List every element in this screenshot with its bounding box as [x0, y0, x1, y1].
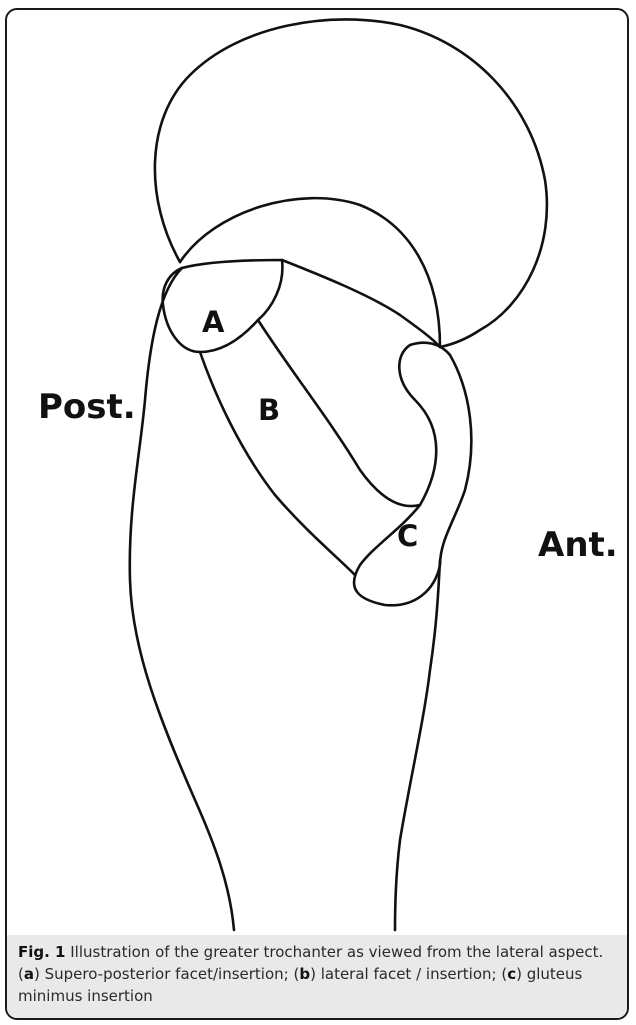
anterior-shaft-outline	[395, 560, 440, 930]
facet-c-outline	[354, 343, 471, 606]
trochanter-drawing: Post. Ant. A B C	[0, 0, 636, 935]
facet-a-label: A	[202, 305, 225, 339]
posterior-label: Post.	[38, 387, 136, 427]
caption-fig-label: Fig. 1	[18, 943, 65, 961]
trochanter-illustration: Post. Ant. A B C	[0, 0, 636, 935]
caption-key-a: a	[24, 965, 34, 983]
femoral-head-outline	[155, 19, 547, 347]
anterior-label: Ant.	[538, 525, 618, 565]
caption-key-c: c	[507, 965, 516, 983]
caption-desc-b: ) lateral facet / insertion; (	[310, 965, 507, 983]
posterior-shaft-outline	[130, 268, 234, 930]
figure-caption: Fig. 1 Illustration of the greater troch…	[18, 941, 608, 1007]
caption-key-b: b	[299, 965, 310, 983]
facet-b-label: B	[258, 393, 280, 427]
superior-border-line	[282, 260, 440, 347]
facet-c-label: C	[397, 519, 418, 553]
caption-desc-a: ) Supero-posterior facet/insertion; (	[34, 965, 299, 983]
